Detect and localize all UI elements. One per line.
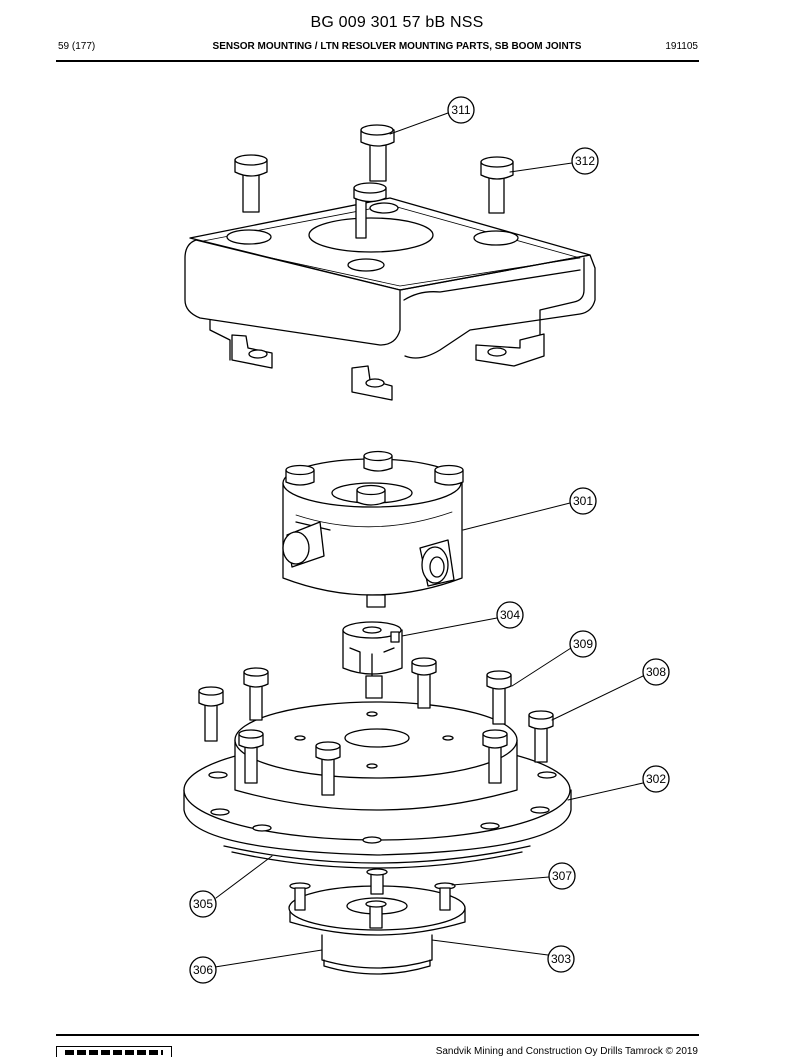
footer-rule <box>56 1034 699 1036</box>
callout-308: 308 <box>642 658 670 686</box>
callout-301: 301 <box>569 487 597 515</box>
callout-label: 301 <box>573 494 593 508</box>
callout-label: 304 <box>500 608 520 622</box>
flange-bolts <box>198 657 554 796</box>
callout-label: 305 <box>193 897 213 911</box>
bolt-312-left <box>234 154 268 213</box>
callout-307: 307 <box>548 862 576 890</box>
callout-305: 305 <box>189 890 217 918</box>
callout-311: 311 <box>447 96 475 124</box>
shaft-coupling <box>342 621 403 699</box>
callout-label: 303 <box>551 952 571 966</box>
callout-312: 312 <box>571 147 599 175</box>
callout-306: 306 <box>189 956 217 984</box>
copyright-text: Sandvik Mining and Construction Oy Drill… <box>435 1046 698 1057</box>
leader-lines <box>214 112 644 968</box>
callout-label: 311 <box>451 103 470 117</box>
document-id: BG 009 301 57 bB NSS <box>310 14 484 31</box>
sensor-housing <box>282 450 464 608</box>
callout-302: 302 <box>642 765 670 793</box>
header-rule <box>56 60 699 62</box>
callout-label: 307 <box>552 869 572 883</box>
callout-label: 309 <box>573 637 593 651</box>
date-code: 191105 <box>665 41 698 52</box>
section-title: SENSOR MOUNTING / LTN RESOLVER MOUNTING … <box>212 41 582 52</box>
mounting-flange <box>183 701 572 869</box>
callout-303: 303 <box>547 945 575 973</box>
page-number: 59 (177) <box>58 41 96 52</box>
callout-label: 306 <box>193 963 213 977</box>
bolt-312-right <box>480 156 514 214</box>
callout-304: 304 <box>496 601 524 629</box>
sandvik-logo <box>56 1046 172 1057</box>
lower-hub <box>288 868 466 975</box>
callout-309: 309 <box>569 630 597 658</box>
callout-label: 302 <box>646 772 666 786</box>
bolt-311 <box>353 124 395 239</box>
mounting-bracket <box>184 197 596 401</box>
callout-label: 308 <box>646 665 666 679</box>
callout-label: 312 <box>575 154 595 168</box>
